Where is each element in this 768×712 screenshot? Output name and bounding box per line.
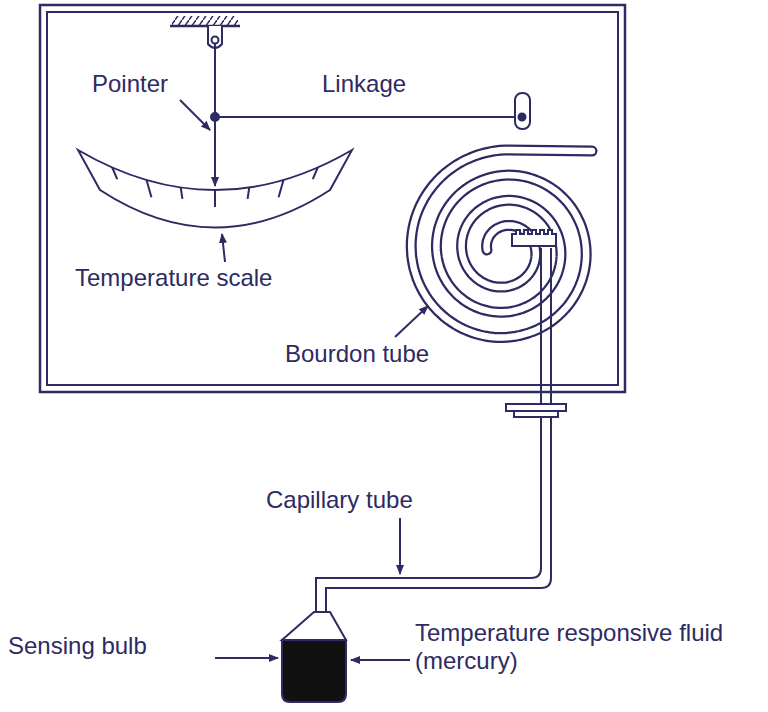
scale-tick [248,188,250,199]
linkage-slot [515,93,530,129]
housing-outer [40,5,625,392]
scale-ticks [112,168,318,207]
ceiling-hatch [172,16,238,26]
leader-capillary [399,518,401,574]
capillary-tube [316,417,551,612]
bulb-neck [282,612,346,640]
part-label: Temperature scale [75,264,272,292]
leader-bulb [215,657,278,659]
leader-fluid [351,659,410,661]
bourdon-coil [411,150,592,338]
part-label: Temperature responsive fluid (mercury) [415,619,755,675]
pivot-pin [212,37,219,44]
leader-scale [222,234,225,262]
fitting-nut [514,411,558,417]
tube-stem [541,248,551,404]
bourdon-tube [411,150,592,338]
scale-tick [147,180,152,197]
bourdon-coil [411,150,592,338]
part-label: Linkage [322,70,406,98]
scale-tick [181,188,183,199]
housing-inner [47,12,618,385]
scale-tick [112,168,117,180]
ceiling-line [170,25,240,28]
linkage-pin [519,114,526,121]
part-label: Sensing bulb [8,632,147,660]
part-label: Capillary tube [266,486,413,514]
scale-tick [279,180,284,197]
leader-pointer [180,100,210,130]
fitting [506,404,566,411]
part-label: Pointer [92,70,168,98]
sensing-bulb [282,640,346,702]
part-label: Bourdon tube [285,340,429,368]
tube-end-block [512,230,556,246]
leader-bourdon [395,306,428,337]
scale-tick [214,190,216,207]
linkage [215,116,522,118]
temperature-scale [78,150,352,228]
scale-tick [313,168,318,180]
